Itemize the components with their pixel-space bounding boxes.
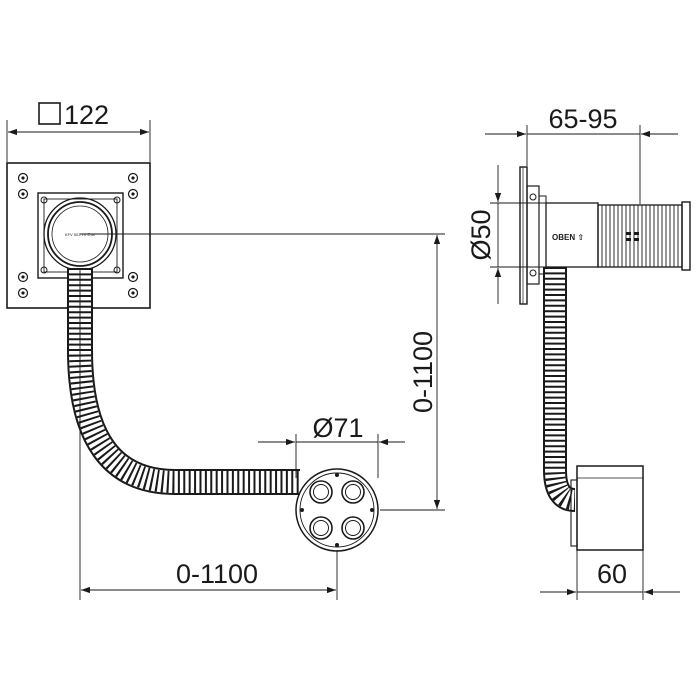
side-corrugated-hose <box>543 267 577 512</box>
front-corrugated-hose <box>67 268 300 495</box>
dim-plate-square: 122 <box>64 100 109 130</box>
plate-screw-holes-icon <box>17 172 139 299</box>
side-junction-box <box>570 465 644 551</box>
dim-box-diameter: Ø71 <box>312 413 363 443</box>
dimension-outlet-diameter: Ø50 <box>466 165 546 304</box>
dim-outlet-diameter: Ø50 <box>466 209 496 260</box>
dimension-horizontal: 0-1100 <box>79 268 338 600</box>
dim-depth-range: 65-95 <box>548 104 617 134</box>
dim-box-depth: 60 <box>597 559 627 589</box>
side-view-assembly: OBEN ⇧ <box>519 166 691 551</box>
dimension-plate-width: 122 <box>6 100 151 162</box>
front-junction-box <box>295 468 379 552</box>
square-symbol-icon <box>38 102 61 125</box>
dimension-depth: 65-95 <box>485 104 678 204</box>
ribbed-extension <box>597 201 691 271</box>
dim-vertical-range: 0-1100 <box>408 331 438 413</box>
orientation-mark: OBEN ⇧ <box>552 233 584 242</box>
dimension-vertical: 0-1100 <box>80 233 445 511</box>
dim-horizontal-range: 0-1100 <box>176 559 258 589</box>
svg-text:KFV 503 70 ∅50: KFV 503 70 ∅50 <box>65 232 96 237</box>
dimension-box-depth: 60 <box>540 550 680 600</box>
knockout-holes-icon <box>300 473 374 547</box>
dimension-box-diameter: Ø71 <box>258 413 405 478</box>
